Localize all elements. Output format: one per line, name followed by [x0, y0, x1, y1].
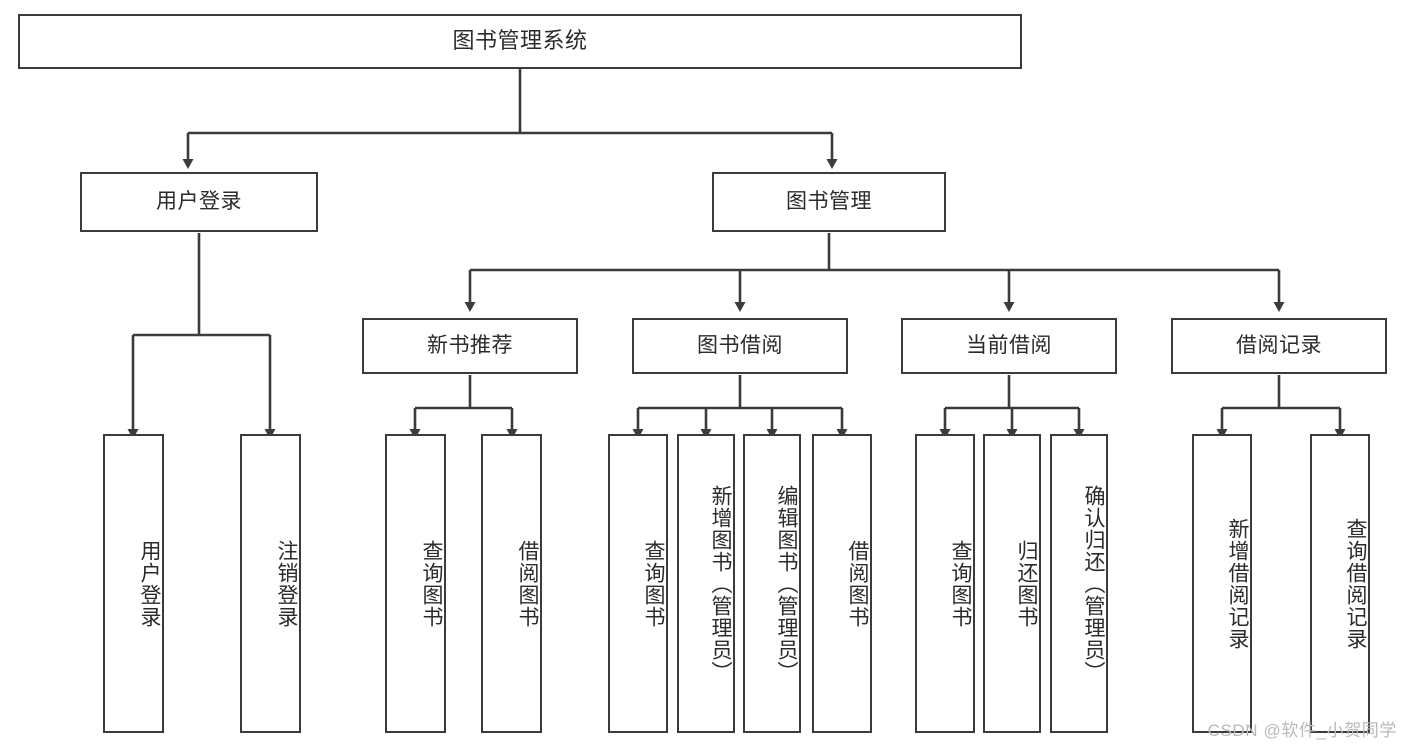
- leaf-borrow-book-new[interactable]: 借阅图书: [481, 434, 542, 733]
- node-label: 新书推荐: [427, 334, 513, 358]
- node-label: 借阅图书: [516, 539, 539, 628]
- node-label: 确认归还（管理员）: [1082, 484, 1105, 683]
- node-root-system[interactable]: 图书管理系统: [18, 14, 1022, 69]
- leaf-add-book-admin[interactable]: 新增图书（管理员）: [677, 434, 735, 733]
- node-label: 归还图书: [1015, 539, 1038, 628]
- leaf-confirm-return-admin[interactable]: 确认归还（管理员）: [1050, 434, 1108, 733]
- node-book-management[interactable]: 图书管理: [712, 172, 946, 232]
- node-label: 查询图书: [949, 539, 972, 628]
- leaf-query-borrow-record[interactable]: 查询借阅记录: [1310, 434, 1370, 733]
- node-label: 图书管理系统: [452, 28, 588, 54]
- node-user-login[interactable]: 用户登录: [80, 172, 318, 232]
- node-label: 新增图书（管理员）: [709, 484, 732, 683]
- leaf-borrow-book[interactable]: 借阅图书: [812, 434, 872, 733]
- node-book-borrow[interactable]: 图书借阅: [632, 318, 848, 374]
- node-label: 用户登录: [156, 190, 242, 214]
- leaf-return-book[interactable]: 归还图书: [983, 434, 1041, 733]
- watermark-text: CSDN @软件_小贺同学: [1207, 721, 1397, 740]
- node-new-book-recommend[interactable]: 新书推荐: [362, 318, 578, 374]
- leaf-user-login[interactable]: 用户登录: [103, 434, 164, 733]
- node-label: 借阅图书: [846, 539, 869, 628]
- node-label: 查询图书: [642, 539, 665, 628]
- leaf-edit-book-admin[interactable]: 编辑图书（管理员）: [743, 434, 801, 733]
- node-borrow-record[interactable]: 借阅记录: [1171, 318, 1387, 374]
- node-label: 当前借阅: [966, 334, 1052, 358]
- leaf-query-book-current[interactable]: 查询图书: [915, 434, 975, 733]
- leaf-add-borrow-record[interactable]: 新增借阅记录: [1192, 434, 1252, 733]
- node-current-borrow[interactable]: 当前借阅: [901, 318, 1117, 374]
- node-label: 新增借阅记录: [1226, 517, 1249, 650]
- node-label: 查询借阅记录: [1344, 517, 1367, 650]
- leaf-query-book-new[interactable]: 查询图书: [385, 434, 446, 733]
- leaf-logout[interactable]: 注销登录: [240, 434, 301, 733]
- node-label: 用户登录: [138, 539, 161, 628]
- node-label: 图书管理: [786, 190, 872, 214]
- node-label: 图书借阅: [697, 334, 783, 358]
- node-label: 编辑图书（管理员）: [775, 484, 798, 683]
- node-label: 查询图书: [420, 539, 443, 628]
- leaf-query-book-borrow[interactable]: 查询图书: [608, 434, 668, 733]
- node-label: 借阅记录: [1236, 334, 1322, 358]
- node-label: 注销登录: [275, 539, 298, 628]
